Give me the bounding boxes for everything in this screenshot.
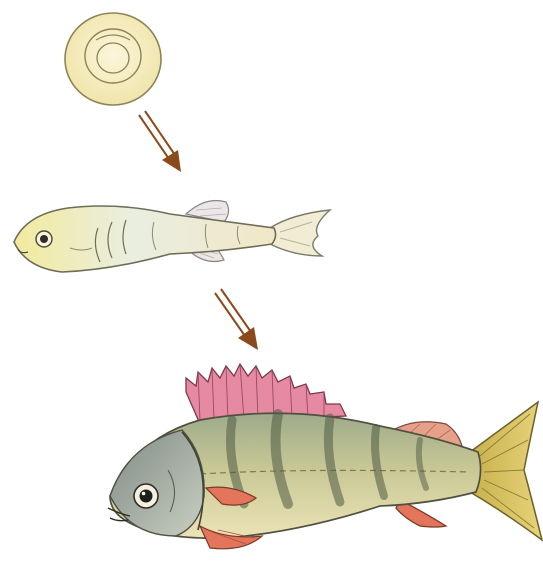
fish-egg-icon [65, 13, 161, 105]
fish-fry-icon [14, 201, 330, 273]
arrow-egg-to-fry [139, 111, 181, 172]
adult-perch-icon [108, 364, 542, 549]
arrow-fry-to-adult [215, 289, 258, 350]
